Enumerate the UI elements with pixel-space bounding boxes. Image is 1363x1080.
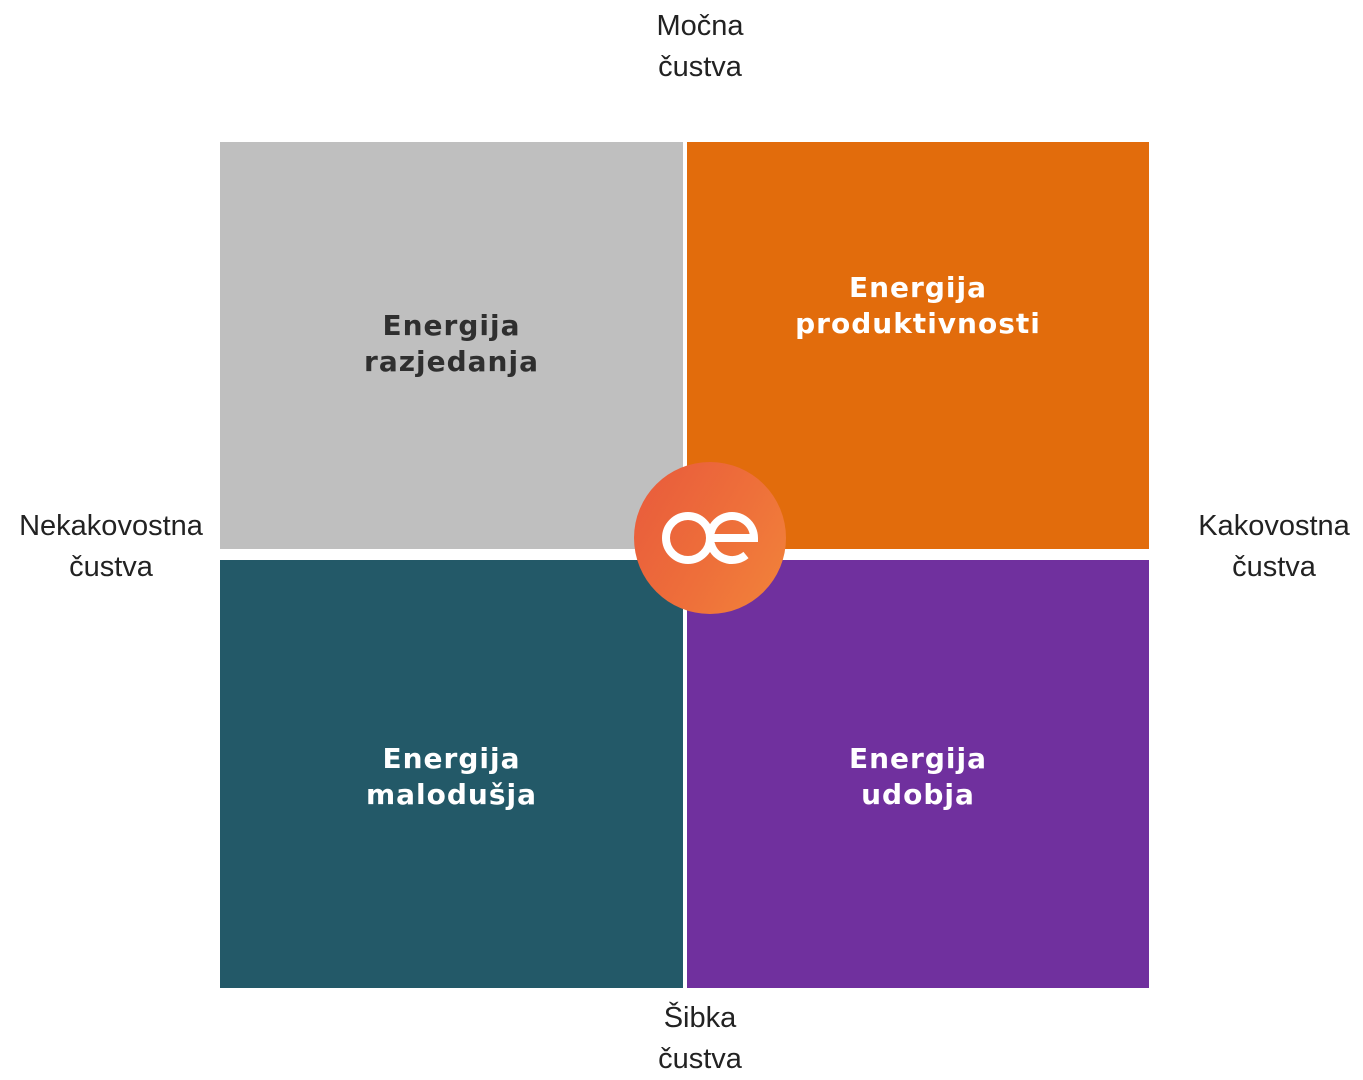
quadrant-label-line1: Energija xyxy=(849,742,987,775)
axis-label-top-line2: čustva xyxy=(658,51,742,83)
quadrant-label-line1: Energija xyxy=(382,742,521,775)
axis-label-right-line1: Kakovostna xyxy=(1198,510,1350,542)
axis-label-strong-emotions: Močna čustva xyxy=(610,6,790,88)
axis-label-bottom-line2: čustva xyxy=(658,1043,742,1075)
quadrant-label-line1: Energija xyxy=(849,270,987,304)
axis-label-weak-emotions: Šibka čustva xyxy=(610,998,790,1080)
quadrant-label-line2: malodušja xyxy=(365,778,538,811)
quadrant-label: Energija produktivnosti xyxy=(795,270,1041,342)
quadrant-energy-productivity: Energija produktivnosti xyxy=(687,142,1149,549)
quadrant-energy-despondency: Energija malodušja xyxy=(220,560,683,988)
axis-label-left-line1: Nekakovostna xyxy=(19,510,203,542)
quadrant-label: Energija razjedanja xyxy=(364,308,539,380)
axis-label-right-line2: čustva xyxy=(1232,551,1316,583)
oe-logo-glyph xyxy=(662,512,759,565)
axis-label-top-line1: Močna xyxy=(656,10,744,42)
quadrant-label: Energija udobja xyxy=(849,741,987,813)
axis-label-low-quality-emotions: Nekakovostna čustva xyxy=(0,506,222,588)
quadrant-energy-comfort: Energija udobja xyxy=(687,560,1149,988)
quadrant-label-line2: razjedanja xyxy=(364,344,539,378)
axis-label-left-line2: čustva xyxy=(69,551,153,583)
axis-label-high-quality-emotions: Kakovostna čustva xyxy=(1176,506,1363,588)
quadrant-energy-corrosion: Energija razjedanja xyxy=(220,142,683,549)
axis-label-bottom-line1: Šibka xyxy=(663,1002,737,1034)
quadrant-label-line1: Energija xyxy=(382,308,521,342)
oe-logo-icon xyxy=(634,462,786,614)
quadrant-label-line2: produktivnosti xyxy=(795,306,1041,340)
quadrant-label: Energija malodušja xyxy=(366,741,537,813)
quadrant-label-line2: udobja xyxy=(861,778,975,811)
